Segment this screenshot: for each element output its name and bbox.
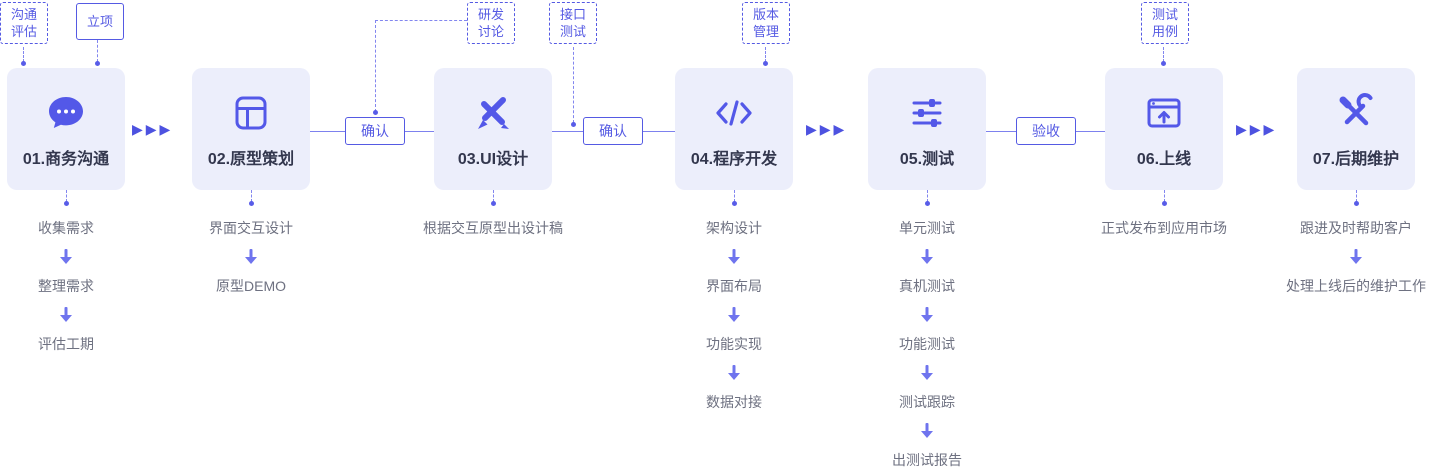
dashed-connector (1164, 190, 1165, 202)
stage-card-ui-design: 03.UI设计 (434, 68, 552, 190)
substep-list: 架构设计 界面布局 功能实现 数据对接 (706, 218, 762, 412)
connector-dot (249, 201, 254, 206)
substep: 出测试报告 (892, 452, 962, 468)
down-arrow-icon (59, 247, 73, 267)
down-arrow-icon (920, 363, 934, 383)
acceptance-gate: 验收 (1016, 117, 1076, 145)
dashed-connector (1163, 47, 1164, 62)
tag-version-control: 版本 管理 (742, 2, 790, 44)
substep: 界面交互设计 (209, 220, 293, 236)
connector-dot (373, 110, 378, 115)
flow-arrows-icon: ▶▶▶ (132, 121, 174, 137)
down-arrow-icon (920, 421, 934, 441)
connector-dot (21, 61, 26, 66)
substep: 整理需求 (38, 278, 94, 294)
down-arrow-icon (244, 247, 258, 267)
chat-icon (43, 90, 89, 136)
dashed-connector (66, 190, 67, 202)
dashed-connector (375, 20, 376, 112)
down-arrow-icon (59, 305, 73, 325)
connector-dot (1354, 201, 1359, 206)
down-arrow-icon (727, 247, 741, 267)
stage-card-maintenance: 07.后期维护 (1297, 68, 1415, 190)
sliders-icon (904, 90, 950, 136)
stage-card-development: 04.程序开发 (675, 68, 793, 190)
substep: 处理上线后的维护工作 (1286, 278, 1426, 294)
down-arrow-icon (1349, 247, 1363, 267)
connector-dot (571, 122, 576, 127)
connector-dot (491, 201, 496, 206)
substep: 跟进及时帮助客户 (1300, 220, 1412, 236)
substep: 收集需求 (38, 220, 94, 236)
dashed-connector (765, 47, 766, 62)
substep-list: 根据交互原型出设计稿 (423, 218, 563, 238)
design-pens-icon (470, 90, 516, 136)
substep: 原型DEMO (216, 278, 286, 294)
substep: 正式发布到应用市场 (1101, 220, 1227, 236)
substep: 功能测试 (899, 336, 955, 352)
stage-card-business-communication: 01.商务沟通 (7, 68, 125, 190)
dashed-connector (23, 47, 24, 62)
stage-title: 06.上线 (1136, 150, 1192, 168)
stage-title: 05.测试 (899, 150, 955, 168)
stage-card-prototype-planning: 02.原型策划 (192, 68, 310, 190)
flow-arrows-icon: ▶▶▶ (806, 121, 848, 137)
substep-list: 单元测试 真机测试 功能测试 测试跟踪 出测试报告 (892, 218, 962, 470)
launch-icon (1141, 90, 1187, 136)
substep-list: 跟进及时帮助客户 处理上线后的维护工作 (1286, 218, 1426, 296)
dashed-connector (251, 190, 252, 202)
wireframe-icon (228, 90, 274, 136)
stage-card-launch: 06.上线 (1105, 68, 1223, 190)
substep: 架构设计 (706, 220, 762, 236)
connector-dot (763, 61, 768, 66)
down-arrow-icon (727, 363, 741, 383)
connector-dot (95, 61, 100, 66)
tools-icon (1333, 90, 1379, 136)
dashed-connector (97, 40, 98, 62)
dashed-connector (927, 190, 928, 202)
tag-dev-discussion: 研发 讨论 (467, 2, 515, 44)
stage-title: 04.程序开发 (690, 150, 778, 168)
connector-dot (925, 201, 930, 206)
substep: 界面布局 (706, 278, 762, 294)
tag-test-case: 测试 用例 (1141, 2, 1189, 44)
dashed-connector (1356, 190, 1357, 202)
substep: 功能实现 (706, 336, 762, 352)
dashed-connector (573, 47, 574, 123)
down-arrow-icon (727, 305, 741, 325)
connector-dot (1162, 201, 1167, 206)
dashed-connector (493, 190, 494, 202)
stage-title: 03.UI设计 (457, 150, 529, 168)
connector-dot (64, 201, 69, 206)
substep-list: 界面交互设计 原型DEMO (209, 218, 293, 296)
connector-dot (1161, 61, 1166, 66)
connector-dot (732, 201, 737, 206)
dashed-connector (734, 190, 735, 202)
confirm-gate: 确认 (345, 117, 405, 145)
code-icon (711, 90, 757, 136)
stage-title: 02.原型策划 (207, 150, 295, 168)
substep: 测试跟踪 (899, 394, 955, 410)
substep: 根据交互原型出设计稿 (423, 220, 563, 236)
substep: 真机测试 (899, 278, 955, 294)
substep: 评估工期 (38, 336, 94, 352)
dashed-connector (375, 20, 467, 21)
stage-card-testing: 05.测试 (868, 68, 986, 190)
confirm-gate: 确认 (583, 117, 643, 145)
down-arrow-icon (920, 305, 934, 325)
substep-list: 正式发布到应用市场 (1101, 218, 1227, 238)
stage-title: 07.后期维护 (1312, 150, 1400, 168)
stage-title: 01.商务沟通 (22, 150, 110, 168)
substep: 单元测试 (899, 220, 955, 236)
tag-communication-evaluation: 沟通 评估 (0, 2, 48, 44)
tag-api-test: 接口 测试 (549, 2, 597, 44)
tag-project-approval: 立项 (76, 3, 125, 40)
substep-list: 收集需求 整理需求 评估工期 (38, 218, 94, 354)
substep: 数据对接 (706, 394, 762, 410)
down-arrow-icon (920, 247, 934, 267)
flow-arrows-icon: ▶▶▶ (1236, 121, 1278, 137)
